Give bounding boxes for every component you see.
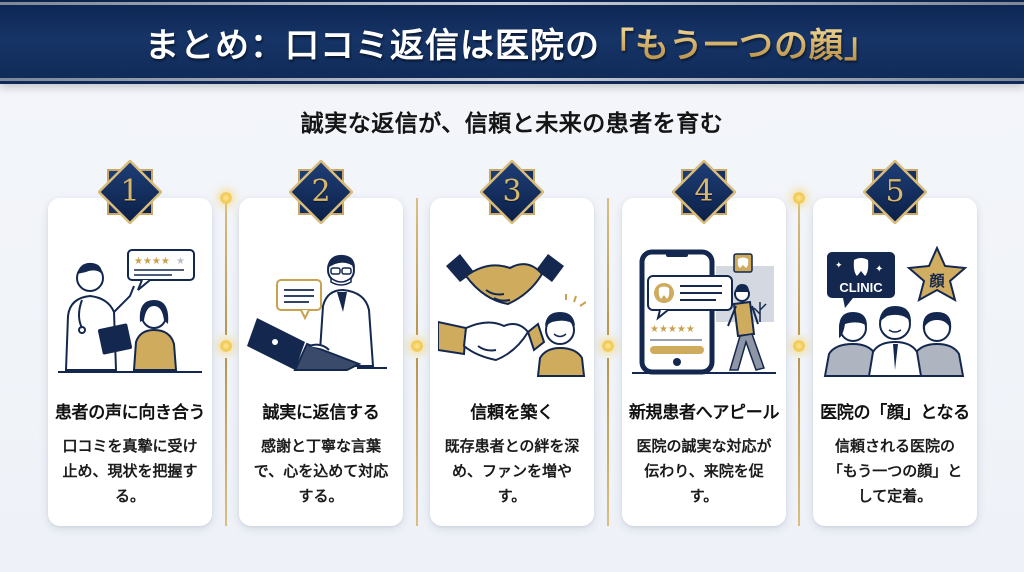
page-title: まとめ：口コミ返信は医院の「もう一つの顔」 [0,18,1024,67]
step-card-1: 1 ★★★★ ★ 患者の声に向き合う 口コミを真摯に受け止め、現状を把握する。 [48,160,212,526]
step-number-badge: 2 [289,160,353,224]
separator-line [225,198,227,335]
step-separator [793,192,805,526]
svg-text:★: ★ [176,256,185,267]
separator-line [416,198,418,335]
step-description: 感謝と丁寧な言葉で、心を込めて対応する。 [253,437,389,505]
step-description: 既存患者との絆を深め、ファンを増やす。 [444,437,580,505]
step-number: 5 [885,174,905,209]
separator-line [798,198,800,335]
separator-line [607,358,609,526]
clinic-label: CLINIC [839,280,883,295]
separator-line [607,198,609,335]
step-card-2: 2 誠実に返信する 感謝と丁寧な言葉で、心を込めて対応する。 [239,160,403,526]
subtitle: 誠実な返信が、信頼と未来の患者を育む [300,111,724,137]
step-number-badge: 3 [480,160,544,224]
gold-dot [602,340,614,352]
step-number-badge: 4 [672,160,736,224]
gold-dot [220,192,232,204]
smartphone-review-illustration: ★★★★★ [630,246,778,378]
title-banner: まとめ：口コミ返信は医院の「もう一つの顔」 [0,0,1024,84]
separator-line [798,358,800,526]
step-number: 4 [694,174,714,209]
doctor-patient-illustration: ★★★★ ★ [56,246,204,378]
star-icon [906,246,968,303]
step-title: 医院の「顔」となる [820,403,970,423]
gold-dot [793,192,805,204]
step-number: 2 [311,174,331,209]
octagram-badge-icon [480,160,544,224]
clinic-staff-illustration: ✦ ✦ CLINIC 顔 [821,246,969,378]
page-title-prefix: まとめ：口コミ返信は医院の [145,26,600,66]
gold-dot [793,340,805,352]
star-label: 顔 [928,272,945,290]
octagram-badge-icon [672,160,736,224]
step-number: 3 [502,174,522,209]
step-description: 医院の誠実な対応が伝わり、来院を促す。 [636,437,772,505]
step-card-3: 3 信頼を築く 既存患者との絆を深め、ファンを増やす。 [430,160,594,526]
gold-dot [411,340,423,352]
handshake-illustration [438,246,586,378]
sparkle-icon: ✦ [875,264,883,275]
separator-line [416,358,418,526]
step-number: 1 [120,174,140,209]
step-title: 新規患者へアピール [628,403,780,423]
octagram-badge-icon [289,160,353,224]
step-card-5: 5 ✦ ✦ CLINIC 顔 医院の「顔」となる 信頼される医院の「もう一つの顔… [813,160,977,526]
separator-line [225,358,227,526]
step-description: 口コミを真摯に受け止め、現状を把握する。 [62,437,198,505]
octagram-badge-icon [863,160,927,224]
gold-dot [220,340,232,352]
step-number-badge: 1 [98,160,162,224]
step-separator [602,198,614,526]
star-rating-icon: ★★★★ [134,256,170,267]
star-rating-icon: ★★★★★ [650,324,695,335]
step-separator [411,198,423,526]
doctor-laptop-illustration [247,246,395,378]
sparkle-icon: ✦ [835,261,843,271]
step-title: 信頼を築く [470,403,554,423]
step-number-badge: 5 [863,160,927,224]
page-title-highlight: 「もう一つの顔」 [600,26,879,66]
step-title: 患者の声に向き合う [54,403,206,423]
step-description: 信頼される医院の「もう一つの顔」として定着。 [827,437,963,505]
step-card-4: 4 ★★★★★ 新規患者へアピール [622,160,786,526]
step-separator [220,192,232,526]
step-title: 誠実に返信する [262,403,380,423]
octagram-badge-icon [98,160,162,224]
